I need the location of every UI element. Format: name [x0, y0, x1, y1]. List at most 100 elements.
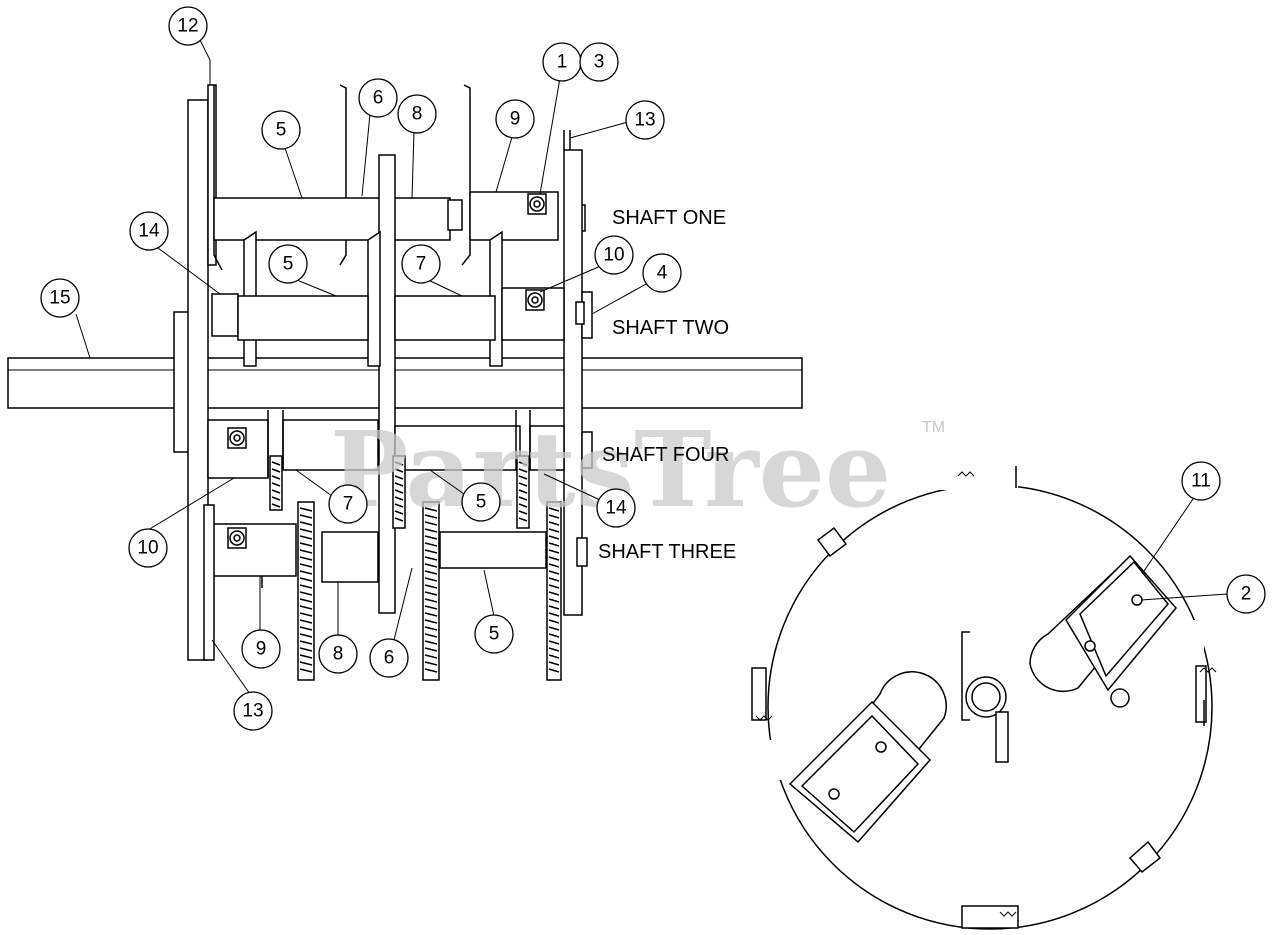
serration-tick — [299, 542, 313, 547]
callout-number: 9 — [510, 109, 521, 130]
serration-tick — [548, 605, 560, 610]
callout-bubble: 13 — [625, 100, 665, 140]
serration-tick — [271, 482, 281, 487]
serration-tick — [271, 475, 281, 480]
serration-tick — [394, 510, 404, 515]
serration-tick — [424, 668, 438, 673]
callout-bubble: 2 — [1226, 574, 1266, 614]
serration-tick — [424, 521, 438, 526]
serration-tick — [548, 626, 560, 631]
callout-number: 5 — [283, 254, 294, 275]
serration-tick — [299, 577, 313, 582]
callout-bubble: 7 — [328, 484, 368, 524]
callout-bubble: 6 — [358, 78, 398, 118]
callout-bubble: 14 — [129, 211, 169, 251]
serration-tick — [299, 535, 313, 540]
serration-tick — [424, 612, 438, 617]
shaft-three — [321, 531, 379, 583]
callout-bubble: 6 — [369, 638, 409, 678]
serration-tick — [424, 640, 438, 645]
serration-tick — [394, 517, 404, 522]
serration-tick — [271, 489, 281, 494]
callout-number: 1 — [557, 52, 568, 73]
callout-bubble: 13 — [233, 691, 273, 731]
serration-tick — [548, 591, 560, 596]
shaft-two-label: SHAFT TWO — [612, 317, 729, 339]
callout-bubble: 5 — [474, 614, 514, 654]
callout-number: 2 — [1241, 584, 1252, 605]
serration-tick — [424, 549, 438, 554]
tine-disc — [751, 466, 1217, 930]
shaft-one-label: SHAFT ONE — [612, 207, 726, 229]
serration-tick — [271, 468, 281, 473]
serration-tick — [548, 654, 560, 659]
serration-tick — [548, 549, 560, 554]
serration-tick — [518, 482, 528, 487]
serration-tick — [548, 633, 560, 638]
serration-tick — [299, 563, 313, 568]
callout-number: 3 — [594, 52, 605, 73]
serration-tick — [548, 535, 560, 540]
serration-tick — [299, 640, 313, 645]
shaft-three-label: SHAFT THREE — [598, 541, 736, 563]
serration-tick — [299, 549, 313, 554]
serration-tick — [299, 514, 313, 519]
serrated-blades-shaft-three — [297, 501, 562, 681]
serration-tick — [548, 619, 560, 624]
callout-number: 10 — [603, 245, 624, 266]
serration-tick — [299, 570, 313, 575]
serration-tick — [548, 584, 560, 589]
serration-tick — [424, 570, 438, 575]
serration-tick — [424, 584, 438, 589]
shaft-assembly: PartsTree TM — [7, 39, 945, 695]
serration-tick — [424, 528, 438, 533]
serration-tick — [424, 626, 438, 631]
callout-number: 11 — [1191, 471, 1211, 492]
serration-tick — [394, 468, 404, 473]
serration-tick — [548, 556, 560, 561]
serration-tick — [299, 507, 313, 512]
serration-tick — [299, 556, 313, 561]
serration-tick — [518, 468, 528, 473]
callout-number: 7 — [343, 494, 354, 515]
serration-tick — [518, 475, 528, 480]
serration-tick — [548, 563, 560, 568]
serration-tick — [299, 626, 313, 631]
callout-bubble: 5 — [461, 482, 501, 522]
serration-tick — [518, 503, 528, 508]
callout-number: 6 — [384, 648, 395, 669]
serration-tick — [548, 640, 560, 645]
serration-tick — [424, 647, 438, 652]
serration-tick — [424, 542, 438, 547]
callout-bubbles: 12 1 3 13 6 8 5 9 14 5 7 10 4 15 10 7 5 … — [40, 6, 1266, 731]
serration-tick — [518, 489, 528, 494]
serration-tick — [299, 528, 313, 533]
serration-tick — [548, 521, 560, 526]
callout-number: 14 — [605, 498, 627, 519]
serration-tick — [299, 598, 313, 603]
callout-number: 13 — [634, 110, 655, 131]
serration-tick — [299, 633, 313, 638]
callout-number: 10 — [137, 538, 158, 559]
callout-bubble: 5 — [268, 244, 308, 284]
callout-number: 14 — [138, 221, 160, 242]
serration-tick — [518, 510, 528, 515]
serration-tick — [424, 654, 438, 659]
callout-number: 15 — [49, 288, 70, 309]
callout-bubble: 15 — [40, 278, 80, 318]
serration-tick — [424, 514, 438, 519]
serration-tick — [548, 570, 560, 575]
callout-bubble: 8 — [397, 94, 437, 134]
serration-tick — [424, 633, 438, 638]
serration-tick — [424, 556, 438, 561]
callout-bubble: 14 — [596, 488, 636, 528]
serration-tick — [394, 496, 404, 501]
serration-tick — [299, 612, 313, 617]
serration-tick — [271, 496, 281, 501]
serration-tick — [548, 542, 560, 547]
callout-number: 8 — [412, 104, 423, 125]
callout-bubble: 5 — [261, 110, 301, 150]
serration-tick — [548, 612, 560, 617]
serration-tick — [271, 503, 281, 508]
serration-tick — [424, 605, 438, 610]
